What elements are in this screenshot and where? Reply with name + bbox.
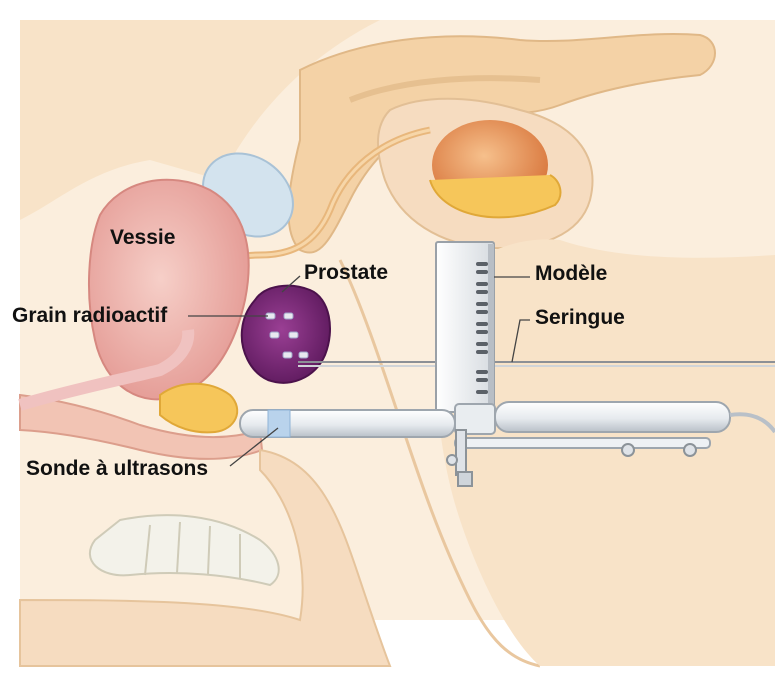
seed xyxy=(289,332,298,338)
template-grid xyxy=(436,242,494,412)
seed xyxy=(283,352,292,358)
label-grain-radioactif: Grain radioactif xyxy=(12,305,167,326)
label-modele: Modèle xyxy=(535,263,607,284)
seed xyxy=(299,352,308,358)
label-seringue: Seringue xyxy=(535,307,625,328)
seed xyxy=(270,332,279,338)
label-sonde-ultrasons: Sonde à ultrasons xyxy=(26,458,208,479)
prostate xyxy=(242,286,330,383)
label-vessie: Vessie xyxy=(110,227,175,248)
label-prostate: Prostate xyxy=(304,262,388,283)
seed xyxy=(284,313,293,319)
